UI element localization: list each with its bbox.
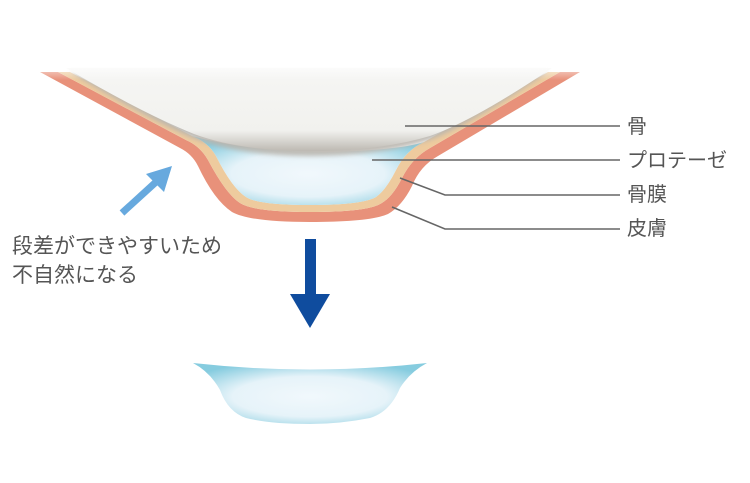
label-bone: 骨 <box>627 114 647 138</box>
leader-lines <box>372 125 620 230</box>
note-text: 段差ができやすいため 不自然になる <box>12 232 222 290</box>
label-periosteum: 骨膜 <box>627 182 667 206</box>
note-line-1: 段差ができやすいため <box>12 234 222 258</box>
leader-line-periosteum <box>399 177 620 196</box>
label-prosthesis: プロテーゼ <box>627 148 727 172</box>
removed-prosthesis <box>193 363 427 424</box>
note-line-2: 不自然になる <box>12 263 138 287</box>
pointer-arrow-icon <box>119 166 172 216</box>
down-arrow-icon <box>290 239 330 328</box>
prosthesis-implant <box>192 136 424 205</box>
bone <box>66 68 552 151</box>
leader-line-skin <box>391 206 620 230</box>
top-fade <box>30 60 600 80</box>
label-skin: 皮膚 <box>627 216 667 240</box>
